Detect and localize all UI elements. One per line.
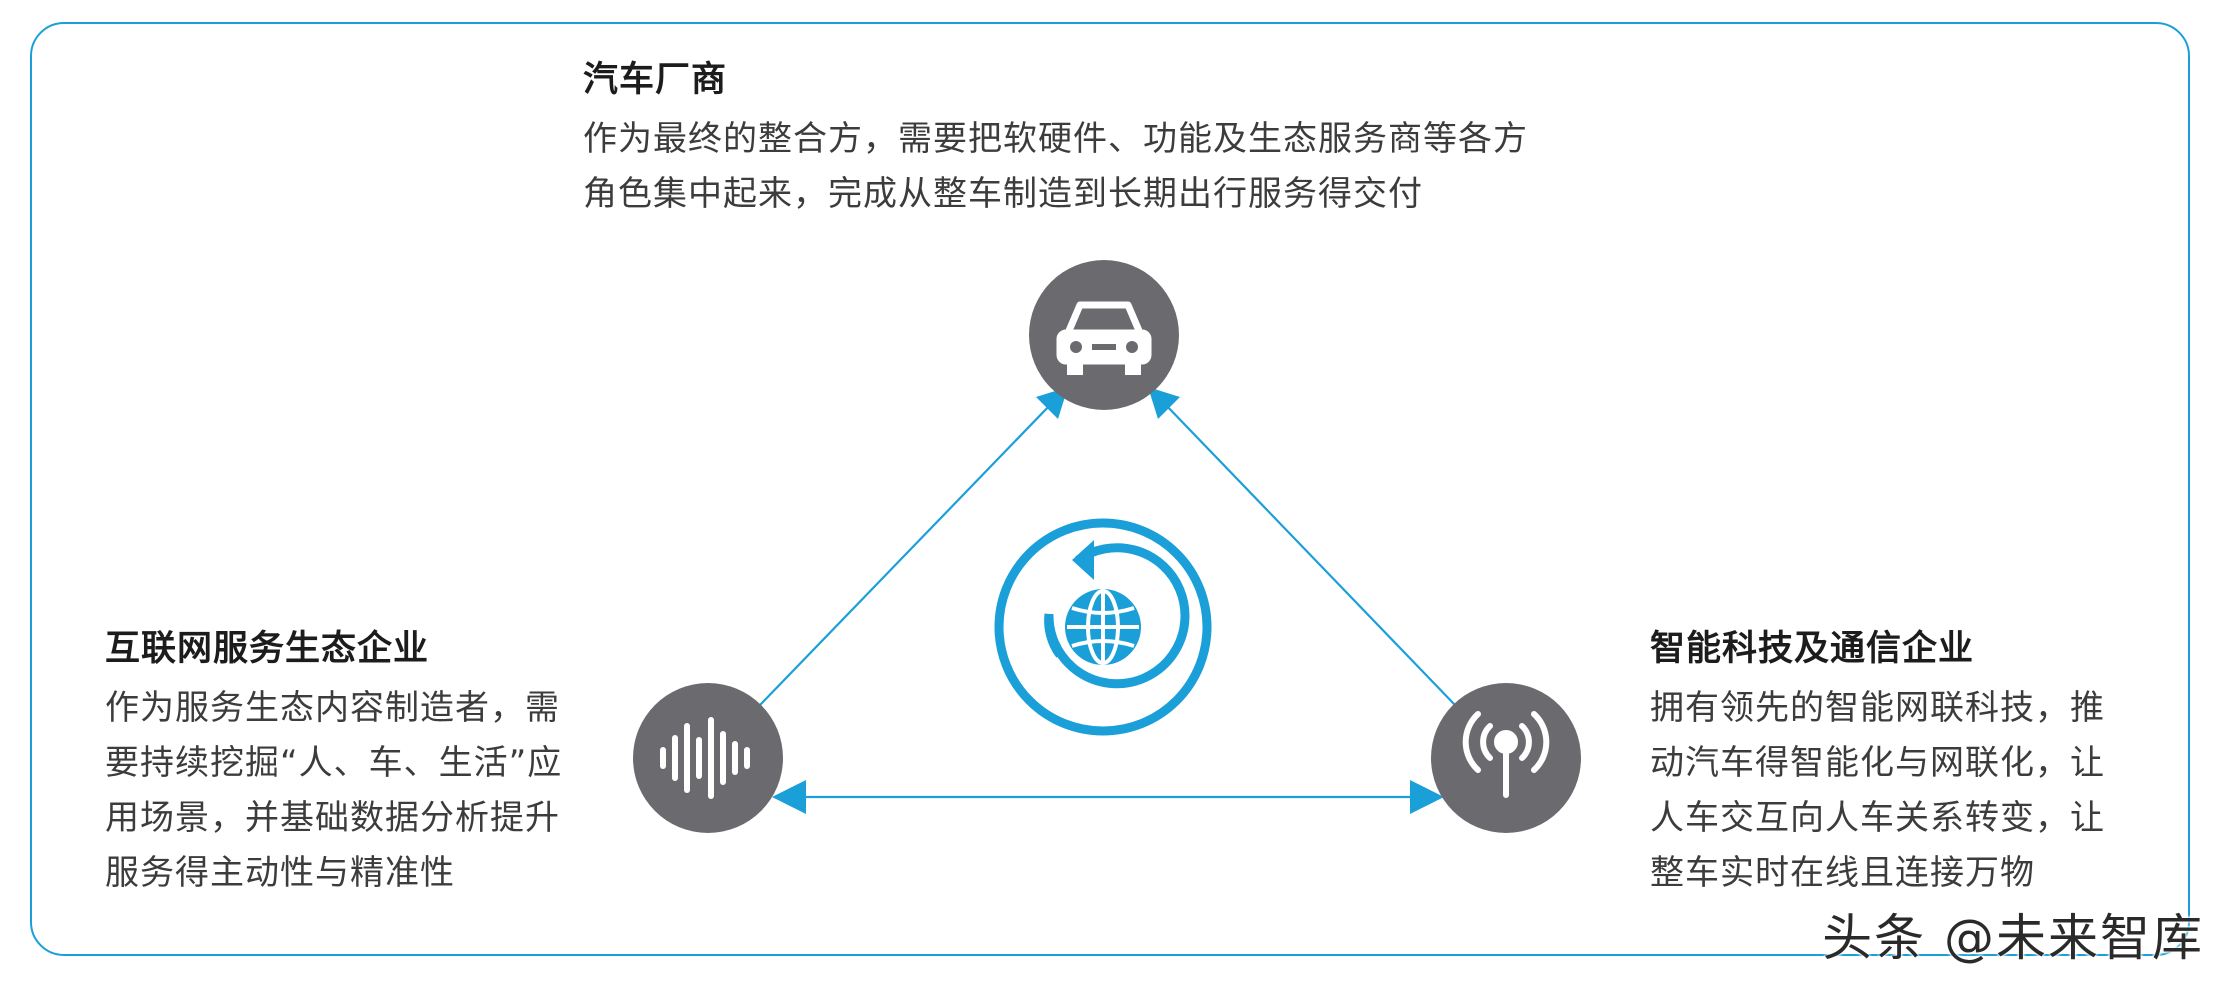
internet-desc-line-1: 作为服务生态内容制造者，需 (105, 687, 560, 728)
node-automaker (1029, 260, 1179, 410)
tech-desc-line-2: 动汽车得智能化与网联化，让 (1650, 742, 2105, 783)
sound-wave-icon (660, 717, 750, 799)
refresh-arrowhead (1072, 540, 1094, 580)
tech-desc-line-1: 拥有领先的智能网联科技，推 (1650, 687, 2105, 728)
connector-tech-to-automaker (1162, 401, 1456, 706)
automaker-text: 汽车厂商 作为最终的整合方，需要把软硬件、功能及生态服务商等各方 角色集中起来，… (583, 58, 1583, 222)
tech-desc-line-3: 人车交互向人车关系转变，让 (1650, 797, 2105, 838)
tech-title: 智能科技及通信企业 (1650, 629, 1975, 669)
tech-text: 智能科技及通信企业 拥有领先的智能网联科技，推 动汽车得智能化与网联化，让 人车… (1650, 627, 2150, 901)
internet-text: 互联网服务生态企业 作为服务生态内容制造者，需 要持续挖掘“人、车、生活”应 用… (105, 627, 605, 901)
watermark: 头条 @未来智库 (1822, 909, 2204, 967)
diagram-frame (30, 22, 2190, 956)
connector-internet-to-automaker (759, 401, 1054, 706)
internet-desc-line-2: 要持续挖掘“人、车、生活”应 (105, 742, 563, 783)
node-tech (1431, 683, 1581, 833)
automaker-desc-line-1: 作为最终的整合方，需要把软硬件、功能及生态服务商等各方 (583, 118, 1528, 159)
automaker-desc-line-2: 角色集中起来，完成从整车制造到长期出行服务得交付 (583, 173, 1423, 214)
internet-desc-line-3: 用场景，并基础数据分析提升 (105, 797, 560, 838)
arrowhead-tech (1410, 780, 1444, 814)
refresh-arc (1044, 543, 1190, 689)
connectors (759, 401, 1456, 799)
internet-title: 互联网服务生态企业 (105, 629, 430, 669)
arrowhead-automaker-right (1148, 387, 1180, 419)
arrowhead-internet (772, 780, 806, 814)
refresh-arc-tail (1044, 613, 1064, 658)
tech-desc-line-4: 整车实时在线且连接万物 (1650, 852, 2035, 893)
automaker-title: 汽车厂商 (583, 60, 728, 100)
internet-desc-line-4: 服务得主动性与精准性 (105, 852, 455, 893)
node-internet (633, 683, 783, 833)
globe-cycle-icon (994, 518, 1212, 736)
antenna-icon (1462, 711, 1550, 798)
